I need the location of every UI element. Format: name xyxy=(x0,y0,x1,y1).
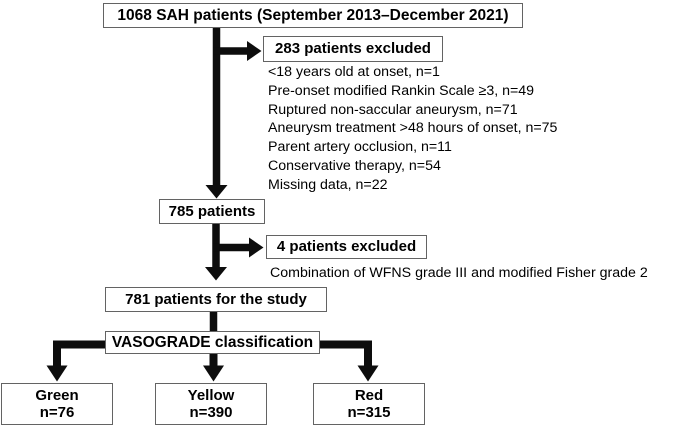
exclusion-criterion: Conservative therapy, n=54 xyxy=(268,157,441,174)
excluded-4-label: 4 patients excluded xyxy=(276,238,417,256)
vasograde-classification-box: VASOGRADE classification xyxy=(105,331,320,354)
arrowhead-into-283 xyxy=(247,41,262,61)
arrowhead-into-781 xyxy=(205,267,227,281)
arrowhead-into-red xyxy=(357,365,379,382)
vasograde-classification-label: VASOGRADE classification xyxy=(111,333,314,351)
exclusion-criterion: <18 years old at onset, n=1 xyxy=(268,64,440,80)
patients-781-label: 781 patients for the study xyxy=(125,290,307,308)
arrowhead-into-green xyxy=(46,365,68,382)
group-yellow-name: Yellow xyxy=(187,386,235,404)
group-red-name: Red xyxy=(354,386,384,404)
arrowhead-into-4 xyxy=(249,237,264,258)
arrowhead-into-785 xyxy=(205,185,228,199)
vasograde-red-box: Red n=315 xyxy=(313,383,425,425)
connector-branch-red xyxy=(318,340,372,367)
group-red-count: n=315 xyxy=(347,404,391,421)
excluded-283-box: 283 patients excluded xyxy=(263,36,443,62)
connector-branch-green xyxy=(53,340,107,367)
excluded-283-label: 283 patients excluded xyxy=(275,40,431,58)
vasograde-green-box: Green n=76 xyxy=(1,383,113,425)
exclusion-4-note: Combination of WFNS grade III and modifi… xyxy=(270,265,648,281)
group-green-count: n=76 xyxy=(39,404,75,421)
total-patients-box: 1068 SAH patients (September 2013–Decemb… xyxy=(103,3,523,28)
exclusion-criterion: Pre-onset modified Rankin Scale ≥3, n=49 xyxy=(268,82,535,99)
arrowhead-into-yellow xyxy=(203,365,224,382)
group-yellow-count: n=390 xyxy=(189,404,233,421)
exclusion-criterion: Ruptured non-saccular aneurysm, n=71 xyxy=(268,101,518,118)
patients-785-label: 785 patients xyxy=(168,202,256,220)
exclusion-criterion: Missing data, n=22 xyxy=(268,176,388,193)
vasograde-yellow-box: Yellow n=390 xyxy=(155,383,267,425)
excluded-4-box: 4 patients excluded xyxy=(266,235,427,259)
patients-781-box: 781 patients for the study xyxy=(105,287,327,312)
patients-785-box: 785 patients xyxy=(159,199,265,224)
exclusion-criteria-list: <18 years old at onset, n=1 Pre-onset mo… xyxy=(268,63,680,195)
total-patients-label: 1068 SAH patients (September 2013–Decemb… xyxy=(117,6,509,24)
exclusion-criterion: Aneurysm treatment >48 hours of onset, n… xyxy=(268,120,558,137)
exclusion-criterion: Parent artery occlusion, n=11 xyxy=(268,139,452,156)
group-green-name: Green xyxy=(35,386,79,404)
